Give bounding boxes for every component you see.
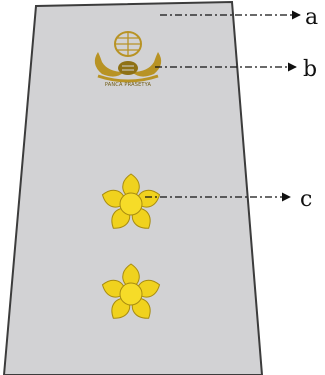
flower-center xyxy=(120,193,142,215)
emblem-caption: PANCA PRASETYA xyxy=(105,82,152,88)
callout-label-c: c xyxy=(300,187,312,212)
emblem-shield xyxy=(118,61,138,75)
callout-label-a: a xyxy=(305,5,318,30)
flower-center xyxy=(120,283,142,305)
callout-label-b: b xyxy=(303,57,317,82)
